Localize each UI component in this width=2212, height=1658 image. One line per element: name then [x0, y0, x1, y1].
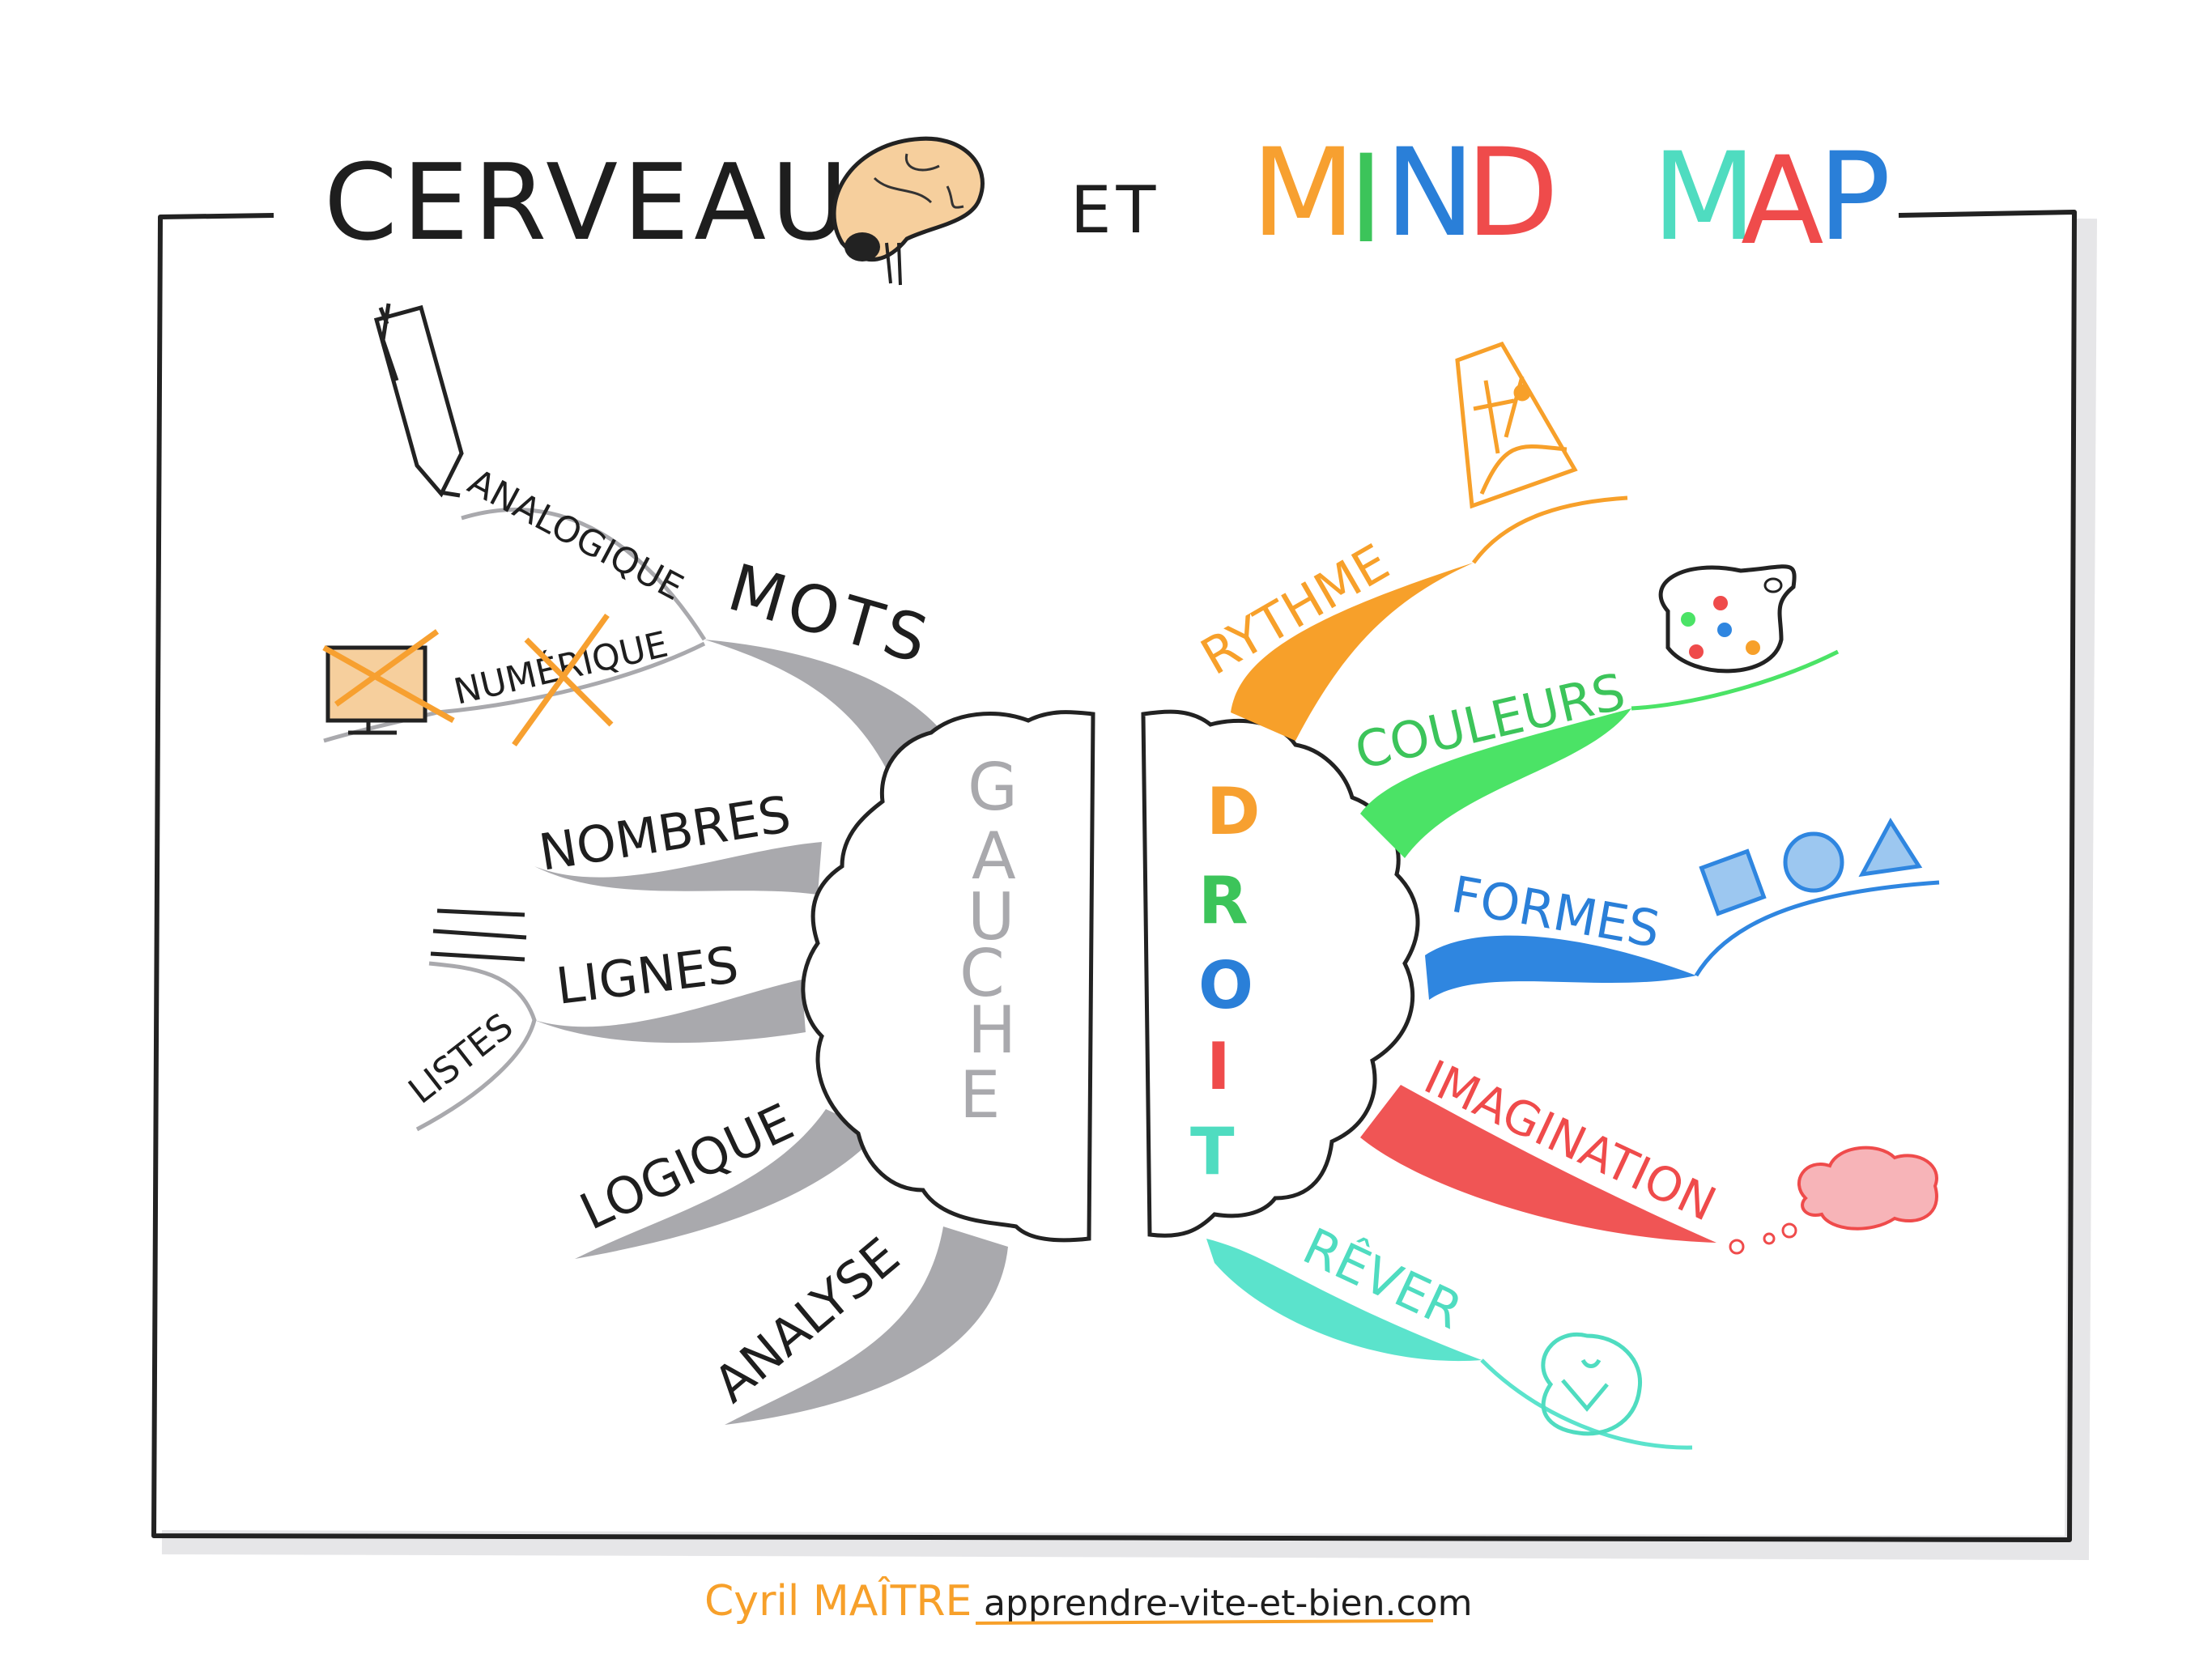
- footer-website[interactable]: apprendre-vite-et-bien.com: [984, 1583, 1472, 1624]
- label-analogique: ANALOGIQUE: [462, 461, 690, 609]
- branch-analogique: [461, 508, 707, 641]
- branch-analyse: [725, 1226, 1008, 1425]
- branch-rythme-ext: [1471, 495, 1628, 564]
- branch-mots: [704, 640, 943, 777]
- branch-rythme: [1231, 563, 1474, 741]
- title-mind-letter: N: [1385, 123, 1475, 264]
- droit-letter: T: [1190, 1114, 1235, 1189]
- metronome-icon: [1455, 341, 1578, 509]
- title-mind-letter: D: [1465, 123, 1559, 264]
- footer-author: Cyril MAÎTRE: [704, 1576, 972, 1626]
- gauche-letter: H: [968, 993, 1016, 1068]
- left-hemisphere: [801, 710, 1095, 1243]
- palette-icon: [1658, 564, 1797, 674]
- title-cerveau: CERVEAU: [324, 141, 853, 264]
- title-map: M A P: [1652, 127, 1891, 272]
- gauche-letter: U: [968, 879, 1015, 954]
- title-mind: M I N D: [1251, 123, 1559, 270]
- dreaming-face-icon: [1541, 1333, 1643, 1436]
- shapes-icon: [1699, 818, 1923, 916]
- gauche-letter: A: [972, 818, 1016, 894]
- computer-crossed-icon: [322, 629, 455, 735]
- branch-rever: [1206, 1239, 1482, 1362]
- gauche-letter: E: [959, 1057, 1001, 1133]
- branch-logique: [575, 1109, 878, 1259]
- branch-formes: [1425, 935, 1696, 1000]
- title-mind-letter: I: [1348, 130, 1384, 270]
- brain-icon: [832, 136, 985, 286]
- label-listes: LISTES: [401, 1005, 521, 1112]
- gauche-label: G A U C H E: [959, 750, 1018, 1133]
- branch-formes-ext: [1694, 880, 1940, 977]
- numerique-cross: [512, 613, 614, 747]
- frame-shadow: [161, 218, 2097, 1561]
- branch-imagination: [1360, 1085, 1716, 1243]
- branch-lignes: [534, 980, 806, 1044]
- gauche-letter: C: [959, 936, 1005, 1011]
- footer-underline: [975, 1619, 1434, 1625]
- branch-rever-ext: [1480, 1358, 1693, 1450]
- branch-listes: [415, 961, 537, 1132]
- branch-nombres: [534, 842, 822, 895]
- droit-label: D R O I T: [1190, 774, 1260, 1189]
- title-mind-letter: M: [1251, 123, 1355, 264]
- right-hemisphere: [1141, 709, 1420, 1238]
- branch-couleurs-ext: [1631, 649, 1840, 711]
- title-map-letter: P: [1818, 127, 1891, 268]
- pen-icon: [373, 303, 464, 498]
- droit-letter: D: [1206, 774, 1260, 849]
- title-map-letter: M: [1652, 127, 1756, 268]
- droit-letter: R: [1198, 863, 1249, 938]
- title-map-letter: A: [1741, 131, 1824, 272]
- title-et: ET: [1070, 172, 1160, 248]
- gauche-letter: G: [968, 750, 1018, 825]
- thought-cloud-icon: [1729, 1146, 1938, 1255]
- left-branches: [534, 640, 1008, 1425]
- branch-couleurs: [1360, 708, 1631, 858]
- label-numerique: NUMÉRIQUE: [450, 623, 672, 713]
- droit-letter: I: [1206, 1029, 1231, 1104]
- label-mots: MOTS: [721, 550, 940, 679]
- label-lignes: LIGNES: [553, 935, 742, 1016]
- droit-letter: O: [1198, 948, 1253, 1023]
- lines-icon: [430, 908, 527, 962]
- frame: [151, 210, 2077, 1542]
